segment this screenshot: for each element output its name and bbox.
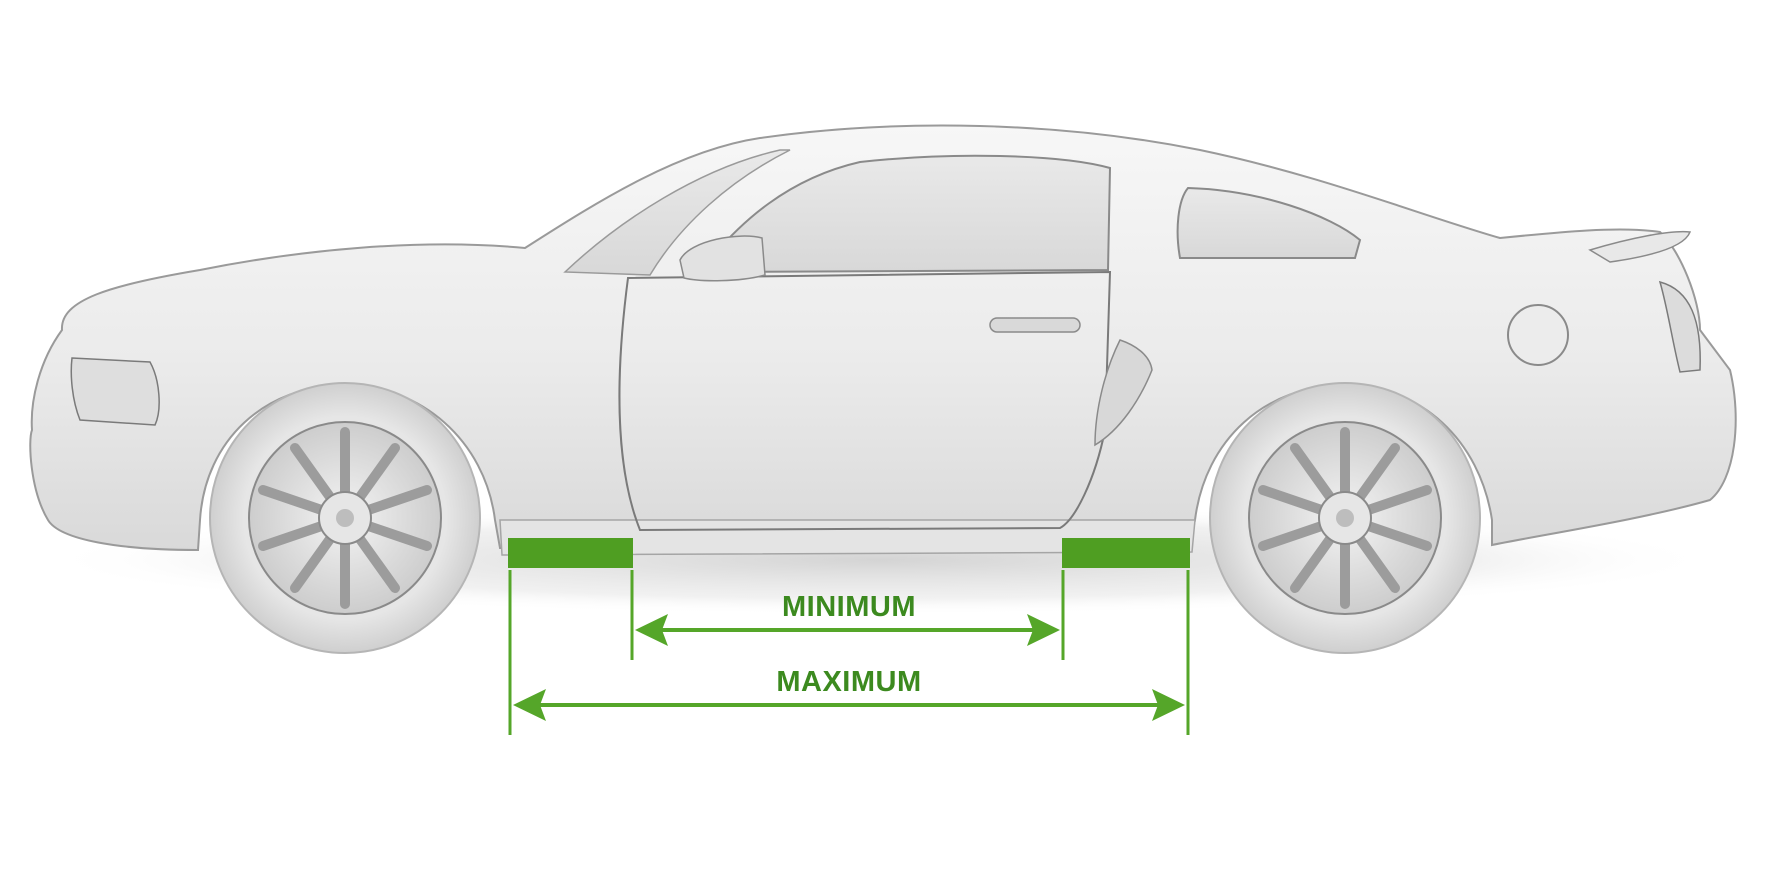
front-jack-point-pad <box>508 538 633 568</box>
car-illustration <box>29 124 1737 654</box>
maximum-dimension-arrow <box>513 689 1185 721</box>
rear-jack-point-pad <box>1062 538 1190 568</box>
maximum-label: MAXIMUM <box>776 666 921 698</box>
rear-spoiler <box>1588 230 1692 263</box>
front-wheel <box>209 382 481 654</box>
front-side-window <box>697 154 1112 274</box>
minimum-dimension-arrow <box>635 614 1060 646</box>
door-handle <box>989 317 1081 333</box>
taillight <box>1658 280 1701 373</box>
fuel-cap <box>1507 304 1569 366</box>
side-scoop <box>1094 339 1153 447</box>
door-outline <box>618 270 1112 532</box>
windshield <box>563 149 791 276</box>
side-mirror <box>679 235 766 282</box>
headlight <box>70 357 160 426</box>
minimum-label: MINIMUM <box>782 591 916 623</box>
rear-quarter-window <box>1176 186 1362 259</box>
rear-wheel <box>1209 382 1481 654</box>
